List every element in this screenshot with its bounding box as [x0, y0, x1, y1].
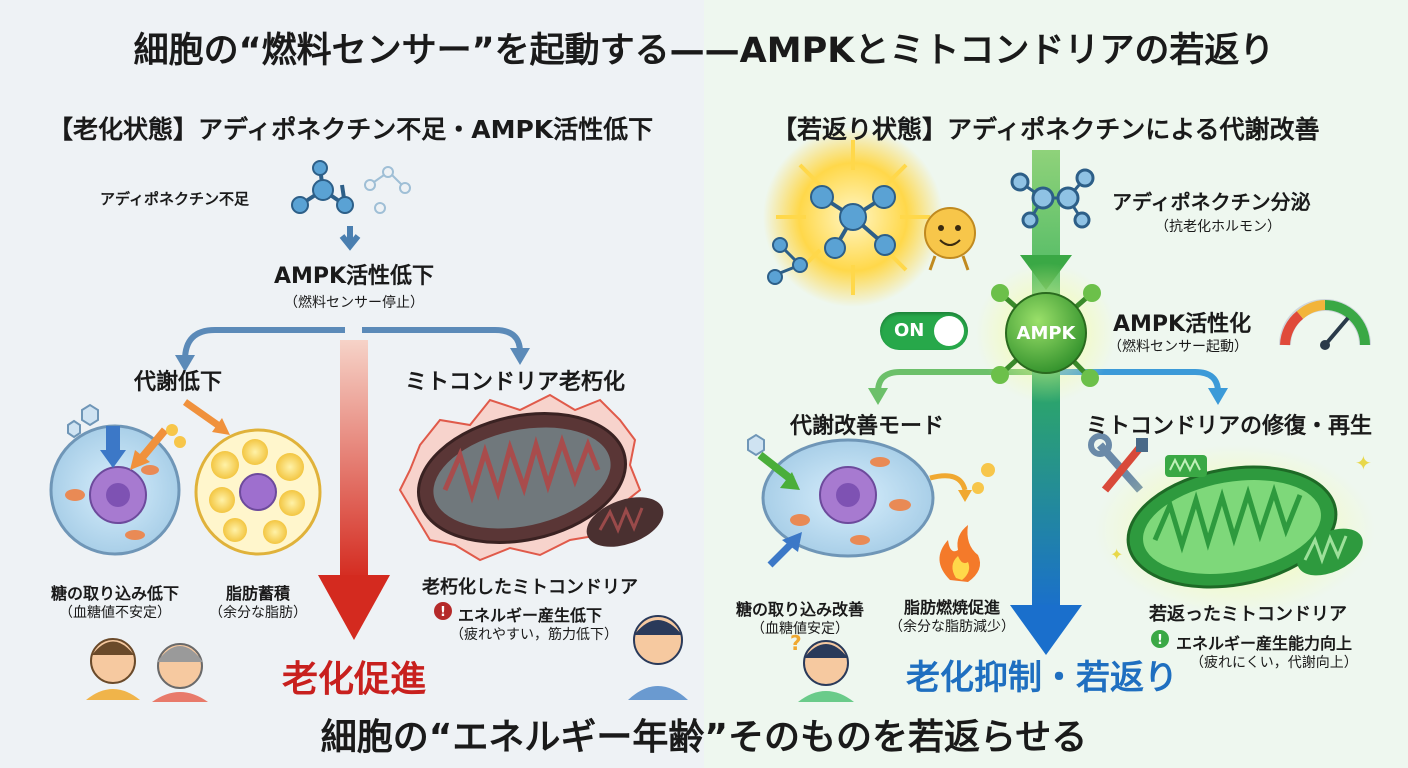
young-mitochondria-icon: ✦ ✦ — [1095, 445, 1375, 615]
adiponectin-molecule-left — [291, 160, 411, 214]
ampk-decline-sub: （燃料センサー停止） — [284, 295, 424, 311]
energy-improved-sub: （疲れにくい，代謝向上） — [1190, 655, 1358, 671]
branch-arrows-right — [868, 369, 1228, 405]
sugar-improved-label: 糖の取り込み改善 — [735, 600, 865, 619]
rejuvenation-result: 老化抑制・若返り — [906, 658, 1178, 698]
sugar-improved-sub: （血糖値安定） — [751, 621, 849, 637]
on-switch[interactable]: ON — [880, 312, 968, 350]
energy-decline-sub: （疲れやすい，筋力低下） — [450, 627, 618, 643]
branch-mito-left: ミトコンドリア老朽化 — [405, 370, 626, 395]
old-mito-label: 老朽化したミトコンドリア — [422, 577, 638, 598]
ampk-activation-sub: （燃料センサー起動） — [1108, 339, 1248, 355]
ampk-sphere-icon — [976, 263, 1116, 403]
tired-people-icon — [86, 638, 208, 702]
adiponectin-secretion-label: アディポネクチン分泌 — [1112, 190, 1311, 214]
bottom-title: 細胞の“エネルギー年齢”そのものを若返らせる — [320, 717, 1088, 758]
ampk-activation-label: AMPK活性化 — [1113, 312, 1252, 337]
sun-icon — [763, 127, 943, 307]
on-switch-label: ON — [894, 320, 925, 341]
energy-improved-label: エネルギー産生能力向上 — [1176, 634, 1353, 653]
right-heading: 【若返り状態】アディポネクチンによる代謝改善 — [772, 115, 1320, 144]
left-heading: 【老化状態】アディポネクチン不足・AMPK活性低下 — [48, 115, 654, 144]
smiling-hormone-icon — [924, 207, 976, 271]
down-arrow-left — [339, 226, 361, 251]
check-icon-right — [1151, 630, 1169, 648]
svg-text:!: ! — [1157, 633, 1163, 648]
aging-result: 老化促進 — [281, 659, 427, 700]
branch-bracket-left — [175, 327, 530, 372]
main-title: 細胞の“燃料センサー”を起動する——AMPKとミトコンドリアの若返り — [133, 31, 1275, 71]
ampk-badge: AMPK — [1016, 323, 1076, 344]
svg-text:?: ? — [790, 631, 802, 655]
energy-decline-label: エネルギー産生低下 — [458, 606, 603, 625]
cell-glucose-improved-icon — [747, 433, 935, 568]
fat-accumulation-sub: （余分な脂肪） — [209, 605, 307, 621]
adiponectin-molecule-right — [1010, 168, 1095, 229]
svg-text:!: ! — [440, 605, 446, 620]
svg-text:✦: ✦ — [1110, 545, 1123, 564]
fat-burning-icon — [929, 463, 995, 582]
arrow-orange-left — [182, 399, 225, 431]
adiponectin-secretion-sub: （抗老化ホルモン） — [1155, 219, 1281, 235]
thinking-person-icon: ? — [790, 631, 854, 702]
adiponectin-shortage-label: アディポネクチン不足 — [100, 190, 249, 208]
fat-burning-label: 脂肪燃焼促進 — [903, 598, 1001, 617]
sugar-low-label: 糖の取り込み低下 — [50, 584, 180, 603]
ampk-decline-label: AMPK活性低下 — [273, 264, 435, 289]
fat-burning-sub: （余分な脂肪減少） — [889, 619, 1015, 635]
aging-arrow — [318, 340, 390, 640]
warning-icon-left — [434, 602, 452, 620]
cell-glucose-low-icon — [49, 403, 186, 556]
branch-mito-right: ミトコンドリアの修復・再生 — [1086, 414, 1373, 439]
old-mitochondria-icon — [398, 393, 664, 562]
speedometer-icon — [1279, 299, 1371, 350]
branch-metabolism-left: 代謝低下 — [134, 370, 223, 395]
branch-metabolism-right: 代謝改善モード — [790, 414, 945, 439]
switch-knob — [934, 316, 964, 346]
sad-person-icon — [628, 615, 688, 700]
fat-cell-icon — [194, 428, 322, 556]
fat-accumulation-label: 脂肪蓄積 — [225, 584, 291, 603]
sugar-low-sub: （血糖値不安定） — [59, 605, 171, 621]
young-mito-label: 若返ったミトコンドリア — [1149, 604, 1347, 625]
svg-text:✦: ✦ — [1355, 451, 1372, 475]
